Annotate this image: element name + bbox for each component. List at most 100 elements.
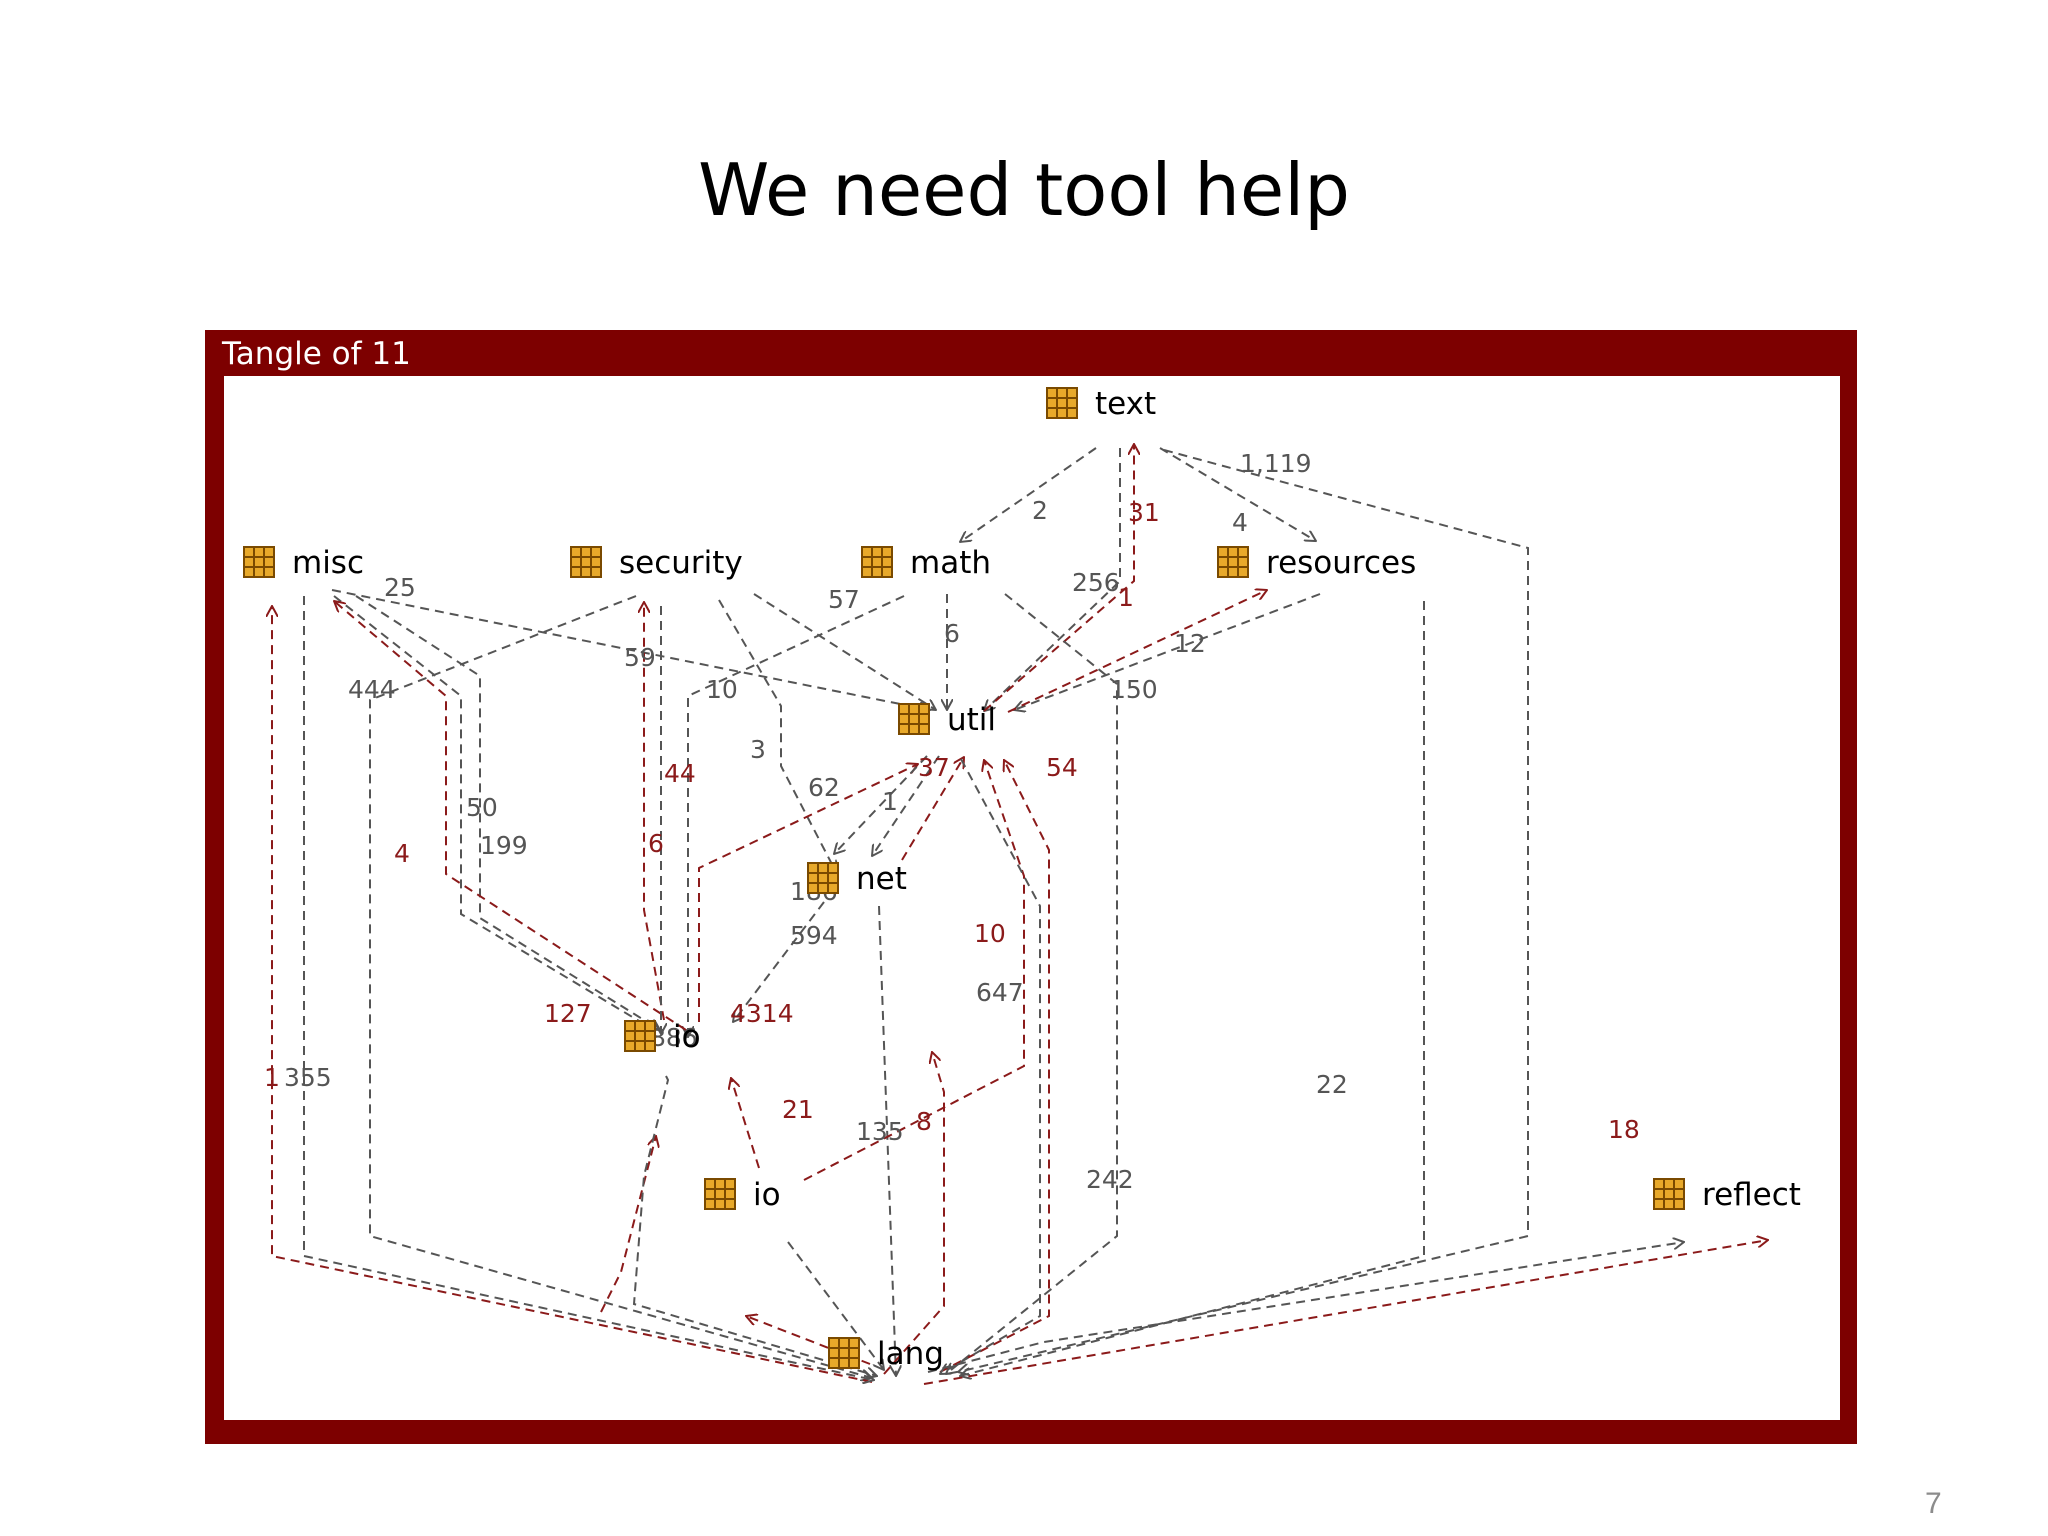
edge-security-to-util	[753, 593, 936, 710]
package-label-math: math	[910, 545, 991, 581]
edge-util-to-net	[872, 755, 940, 856]
edge-io2-to-lang	[787, 1241, 884, 1370]
edge-count-misc-to-util: 25	[384, 573, 416, 602]
package-label-io2: io	[753, 1177, 781, 1213]
package-node-lang[interactable]: lang	[828, 1336, 944, 1372]
edge-count-io-to-lang: 886	[650, 1023, 698, 1052]
edge-io-to-util	[698, 764, 918, 1022]
package-node-reflect[interactable]: reflect	[1653, 1177, 1801, 1213]
edge-count-lang-to-net: 8	[916, 1107, 932, 1136]
edge-math-to-io	[688, 595, 905, 1037]
package-label-reflect: reflect	[1702, 1177, 1801, 1213]
edge-count-security-to-lang: 444	[348, 675, 396, 704]
package-label-util: util	[947, 702, 996, 738]
package-icon	[624, 1020, 656, 1052]
package-icon	[243, 546, 275, 578]
package-icon	[1217, 546, 1249, 578]
edge-security-to-lang	[369, 595, 872, 1378]
edge-count-resources-to-util: 12	[1174, 629, 1206, 658]
edge-misc-to-io	[355, 595, 660, 1030]
edge-lang-to-io	[600, 1136, 656, 1313]
page-number: 7	[1925, 1487, 1942, 1520]
package-icon	[1653, 1178, 1685, 1210]
package-node-net[interactable]: net	[807, 861, 907, 897]
package-icon	[1046, 387, 1078, 419]
edge-count-misc-to-io: 50	[466, 793, 498, 822]
edge-count-io2-to-io: 4314	[730, 999, 794, 1028]
edge-count-net-to-lang: 594	[790, 921, 838, 950]
edge-util-to-text	[983, 444, 1134, 712]
edge-count-text-to-math: 2	[1032, 496, 1048, 525]
edge-text-to-lang	[958, 449, 1529, 1372]
edge-count-lang-to-util: 54	[1046, 753, 1078, 782]
edge-count-io-to-misc: 4	[394, 839, 410, 868]
edge-security-to-net	[718, 599, 836, 872]
edge-count-security-to-util: 57	[828, 585, 860, 614]
package-icon	[570, 546, 602, 578]
edge-util-to-resources	[1007, 590, 1267, 713]
edge-count-misc-to-lang: 355	[284, 1063, 332, 1092]
edge-count-lang-to-reflect: 18	[1608, 1115, 1640, 1144]
edge-text-to-resources	[1159, 447, 1316, 541]
edge-text-to-math	[960, 447, 1097, 542]
package-icon	[898, 703, 930, 735]
edge-count-security-to-io: 59	[624, 643, 656, 672]
package-icon	[828, 1337, 860, 1369]
edge-io2-to-util	[803, 760, 1025, 1181]
edge-lang-to-net	[883, 1052, 945, 1375]
edge-count-misc-to-io: 199	[480, 831, 528, 860]
edge-count-text-to-lang: 1,119	[1240, 449, 1312, 478]
edge-count-util-to-resources: 1	[1118, 583, 1134, 612]
package-node-resources[interactable]: resources	[1217, 545, 1416, 581]
package-label-security: security	[619, 545, 743, 581]
edge-count-lang-to-io: 127	[544, 999, 592, 1028]
package-label-misc: misc	[292, 545, 364, 581]
edge-resources-to-lang	[960, 601, 1425, 1376]
package-node-math[interactable]: math	[861, 545, 991, 581]
slide-title: We need tool help	[698, 148, 1350, 232]
edge-text-to-util	[984, 448, 1121, 711]
edge-count-util-to-net: 1	[882, 787, 898, 816]
edge-count-resources-to-lang: 22	[1316, 1070, 1348, 1099]
edge-count-math-to-io: 10	[706, 675, 738, 704]
edge-count-text-to-util: 256	[1072, 568, 1120, 597]
package-node-io2[interactable]: io	[704, 1177, 781, 1213]
package-node-misc[interactable]: misc	[243, 545, 364, 581]
edge-util-to-net	[834, 755, 928, 854]
panel-title: Tangle of 11	[222, 336, 411, 372]
edge-lang-to-reflect	[923, 1240, 1768, 1385]
edge-net-to-lang	[878, 905, 896, 1376]
edge-count-util-to-net: 62	[808, 773, 840, 802]
package-icon	[807, 862, 839, 894]
package-node-text[interactable]: text	[1046, 386, 1156, 422]
edge-io2-to-io	[731, 1078, 760, 1169]
edge-lang-to-util	[939, 760, 1050, 1373]
edge-count-math-to-lang: 150	[1110, 675, 1158, 704]
edge-count-net-to-util: 37	[918, 753, 950, 782]
edge-io-to-misc	[334, 601, 687, 1031]
edge-count-security-to-net: 3	[750, 735, 766, 764]
edge-count-util-to-lang: 242	[1086, 1165, 1134, 1194]
package-label-net: net	[856, 861, 907, 897]
edge-count-text-to-resources: 4	[1232, 508, 1248, 537]
edge-count-lang-to-io2: 21	[782, 1095, 814, 1124]
edge-count-util-to-text: 31	[1128, 498, 1160, 527]
package-node-security[interactable]: security	[570, 545, 743, 581]
edge-count-io2-to-lang: 135	[856, 1117, 904, 1146]
edge-count-math-to-util: 6	[944, 619, 960, 648]
edge-misc-to-lang	[303, 596, 874, 1380]
package-label-text: text	[1095, 386, 1156, 422]
edge-count-lang-to-misc: 1	[264, 1063, 280, 1092]
package-node-io[interactable]: io	[624, 1019, 701, 1055]
edge-count-io-to-util: 44	[664, 759, 696, 788]
edge-resources-to-util	[1014, 593, 1321, 710]
package-node-util[interactable]: util	[898, 702, 996, 738]
edge-net-to-io	[733, 901, 825, 1022]
package-label-lang: lang	[877, 1336, 944, 1372]
package-icon	[704, 1178, 736, 1210]
package-label-io: io	[673, 1019, 701, 1055]
edge-misc-to-io	[333, 595, 654, 1030]
